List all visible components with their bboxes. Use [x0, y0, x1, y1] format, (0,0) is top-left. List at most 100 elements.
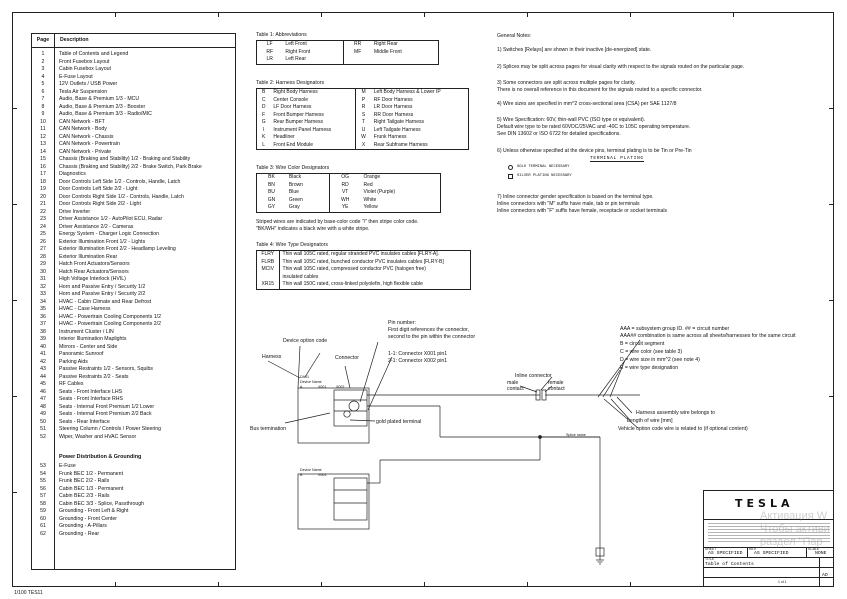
table3-cell: YE	[341, 204, 349, 210]
table1-cell: Left Rear	[282, 56, 345, 64]
toc-description: RF Cables	[59, 381, 84, 387]
table2-cell: G	[261, 119, 266, 125]
toc-description: Driver Assistance 2/2 - Cameras	[59, 223, 134, 230]
table1-cell: MF	[354, 48, 362, 55]
table4-cell: XR15	[256, 281, 280, 289]
label-x003: X003	[318, 473, 327, 477]
toc-description: Grounding - Rear	[59, 530, 100, 537]
label-device-option-code: Device option code	[283, 338, 328, 344]
tb-title-val: Table of Contents	[705, 562, 754, 567]
general-note: Inline connectors with "F" suffix have f…	[497, 208, 667, 214]
table3-cell: Green	[285, 196, 330, 204]
toc-description: Door Controls Right Side 1/2 - Controls,…	[59, 193, 184, 200]
toc-description: Audio, Base & Premium 3/3 - Radio/MIC	[59, 111, 152, 117]
tb-sheet-of: 1 of 1	[778, 580, 787, 584]
table3-cell: Black	[285, 173, 330, 182]
toc-description: HVAC - Cabin Climate and Rear Defrost	[59, 298, 152, 305]
table3-cell: BK	[268, 174, 275, 180]
drawing-frame	[12, 12, 834, 587]
toc-description: Instrument Cluster / LIN	[59, 328, 114, 335]
toc-description: Passive Restraints 2/2 - Seats	[59, 373, 129, 380]
label-code-6: E = wire type designation	[620, 365, 679, 371]
label-pin-number: Pin number:	[388, 320, 416, 326]
toc-page-number: 12	[40, 133, 46, 140]
plating-silver: SILVER PLATING NECESSARY	[517, 174, 572, 178]
label-vehicle-option: Vehicle option code wire is related to (…	[618, 426, 748, 432]
label-harness-wire: Harness assembly wire belongs to	[636, 410, 716, 416]
tb-row1b-val: AS SPECIFIED	[754, 551, 789, 556]
toc-description: Grounding - Front Center	[59, 515, 117, 522]
toc-page-number: 21	[40, 201, 46, 207]
toc-description: Audio, Base & Premium 2/3 - Booster	[59, 103, 146, 110]
toc-page-number: 60	[40, 515, 46, 522]
label-male-contact: male contact	[507, 380, 524, 393]
toc-description: Panoramic Sunroof	[59, 351, 104, 357]
toc-description: HVAC - Powertrain Cooling Components 2/2	[59, 321, 161, 327]
toc-page-number: 2	[41, 58, 45, 65]
toc-description: HVAC - Powertrain Cooling Components 1/2	[59, 313, 161, 320]
table3-cell: RD	[341, 181, 349, 188]
toc-description: Mirrors - Center and Side	[59, 343, 118, 350]
table2-cell: I	[262, 126, 265, 133]
toc-header-page: Page	[32, 34, 55, 47]
table3-cell: GY	[267, 204, 276, 210]
table2-cell: Left Body Harness & Lower IP	[373, 89, 441, 95]
toc-page-number: 3	[41, 66, 45, 72]
toc-page-number: 34	[40, 298, 46, 305]
label-x001: X001	[318, 385, 327, 389]
toc-description: Horn and Passive Entry / Security 2/2	[59, 291, 146, 297]
label-device-name-1: Device Name	[300, 380, 322, 384]
table1-cell: Left Front	[282, 40, 345, 49]
toc-page-number: 20	[40, 193, 46, 200]
table3-cell: Gray	[285, 204, 330, 212]
label-pin-number-3: second to the pin within the connector	[388, 334, 476, 340]
table4-title: Table 4: Wire Type Designators	[256, 242, 328, 248]
toc-page-number: 52	[40, 433, 46, 440]
toc-description: Grounding - A-Pillars	[59, 523, 107, 529]
toc-page-number: 57	[40, 493, 46, 499]
toc-page-number: 17	[40, 171, 46, 177]
toc-description: Audio, Base & Premium 1/3 - MCU	[59, 96, 140, 102]
silver-plating-symbol	[508, 174, 513, 179]
toc-description: Seats - Internal Front Premium 1/2 Lower	[59, 403, 155, 410]
toc-description: Hatch Rear Actuators/Sensors	[59, 268, 129, 275]
label-conn-1: 1-1: Connector X001 pin1	[388, 351, 448, 357]
table2-cell: Rear Bumper Harness	[270, 119, 357, 127]
toc-page-number: 45	[40, 381, 46, 387]
toc-page-number: 43	[40, 366, 46, 372]
toc-page-number: 1	[41, 51, 45, 57]
label-gold-plated: gold plated terminal	[376, 419, 422, 425]
table2-cell: C	[261, 96, 266, 103]
toc-page-number: 59	[40, 508, 46, 514]
label-female-contact: female contact	[548, 380, 565, 393]
toc-page-number: 5	[41, 81, 45, 87]
general-note: 5) Wire Specification: 60V, thin-wall PV…	[497, 117, 646, 123]
label-harness: Harness	[262, 354, 282, 360]
